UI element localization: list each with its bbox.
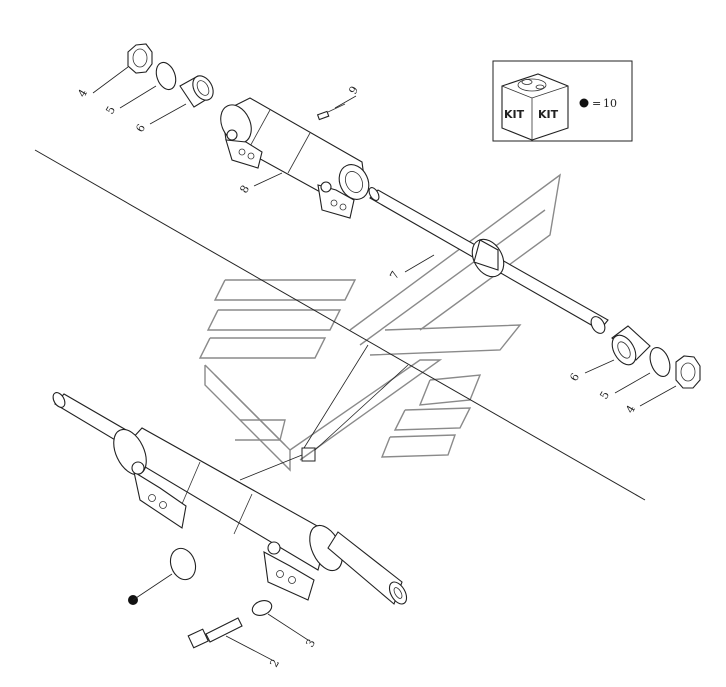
assembled-axle — [52, 392, 408, 605]
callout-3: 3 — [303, 637, 318, 650]
o-ring-top — [155, 61, 177, 91]
callout-9: 9 — [346, 84, 361, 97]
detail-marker — [301, 447, 316, 462]
grease-nipple — [316, 103, 346, 121]
callout-8: 8 — [237, 183, 252, 196]
callout-5-top: 5 — [103, 104, 118, 117]
o-ring-bottom — [649, 347, 671, 377]
callout-6-top: 6 — [133, 122, 148, 135]
callout-leaders — [92, 66, 677, 661]
axis-line — [34, 149, 646, 501]
kit-label-right: KIT — [538, 108, 559, 121]
kit-box: KIT KIT = 10 — [492, 60, 633, 142]
watermark-logo — [198, 173, 561, 472]
callout-7: 7 — [387, 269, 402, 282]
callout-5-bottom: 5 — [597, 389, 612, 402]
shaft — [368, 187, 609, 334]
axle-housing — [220, 97, 370, 219]
callout-2: 2 — [267, 657, 282, 670]
lock-ring-top — [127, 43, 153, 74]
kit-icon — [501, 73, 569, 141]
bolt — [187, 617, 243, 649]
washer — [251, 600, 273, 616]
kit-bullet — [579, 98, 589, 108]
bushing-bottom — [611, 325, 651, 366]
callout-4-bottom: 4 — [623, 403, 638, 416]
kit-equals: = — [592, 97, 601, 110]
callout-4-top: 4 — [75, 87, 90, 100]
callout-6-bottom: 6 — [567, 371, 582, 384]
kit-number: 10 — [603, 97, 617, 110]
o-ring-assembly — [169, 547, 197, 581]
kit-label-left: KIT — [504, 108, 525, 121]
bushing-top — [179, 75, 214, 108]
lock-ring-bottom — [675, 355, 701, 389]
